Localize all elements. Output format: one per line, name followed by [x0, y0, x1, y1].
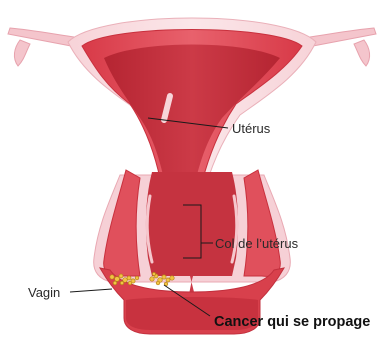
- cervical-canal: [146, 172, 238, 276]
- label-uterus: Utérus: [232, 121, 271, 136]
- vagina-leader: [70, 289, 112, 292]
- label-cervix: Col de l’utérus: [215, 236, 299, 251]
- label-spreading-cancer: Cancer qui se propage: [214, 314, 370, 330]
- label-vagina: Vagin: [28, 285, 60, 300]
